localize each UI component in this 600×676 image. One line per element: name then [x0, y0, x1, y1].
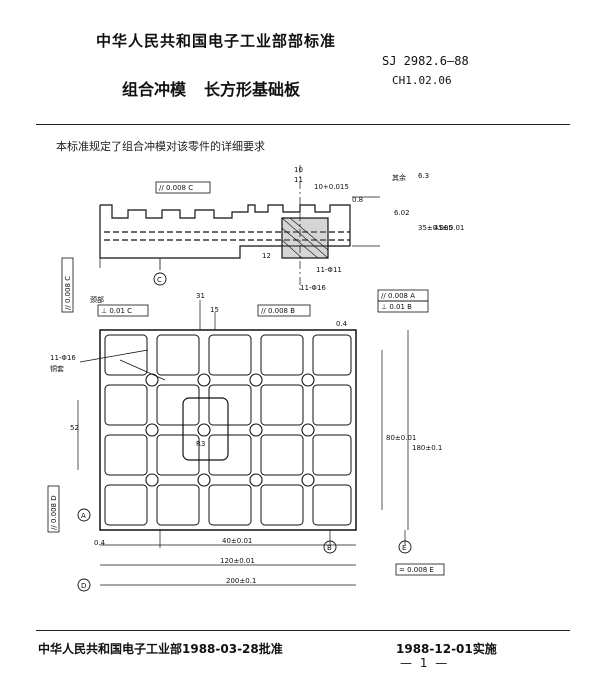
- grid-cell: [312, 434, 352, 476]
- standard-number: SJ 2982.6—88: [382, 54, 469, 68]
- frame-6: ⊥ 0.01 B: [381, 303, 412, 311]
- dim-10: 10: [294, 166, 303, 174]
- side-section-view: [99, 165, 380, 292]
- frame-7: // 0.008 D: [50, 495, 58, 530]
- grid-cell: [260, 384, 304, 426]
- bushing-hole: [249, 373, 263, 387]
- bushing-hole: [301, 373, 315, 387]
- approval-date: 中华人民共和国电子工业部1988-03-28批准: [38, 642, 283, 656]
- grid-cell: [156, 484, 200, 526]
- grid-cell: [260, 334, 304, 376]
- dim-35: 35±0.005: [418, 224, 453, 232]
- grid-cell: [260, 484, 304, 526]
- grid-cell: [312, 384, 352, 426]
- dim-40: 40±0.01: [222, 537, 252, 545]
- bushing-hole: [197, 423, 211, 437]
- issuing-organization: 中华人民共和国电子工业部部标准: [96, 32, 337, 50]
- implementation-date: 1988-12-01实施: [396, 642, 497, 656]
- grid-cell: [312, 334, 352, 376]
- grid-cell: [208, 434, 252, 476]
- frame-5: // 0.008 A: [381, 292, 415, 300]
- frame-2: // 0.008 C: [64, 276, 72, 310]
- datum-b-label: B: [327, 544, 332, 552]
- datum-c-label: C: [157, 276, 162, 284]
- dim-6: 6.02: [394, 209, 410, 217]
- bushing-hole: [197, 473, 211, 487]
- grid-cell: [104, 384, 148, 426]
- page-number: — 1 —: [400, 656, 450, 670]
- dim-11-16: 11-Φ16: [300, 284, 326, 292]
- dim-45: 45±0.01: [434, 224, 464, 232]
- rough-mark-1: 0.4: [336, 320, 348, 328]
- dim-31: 31: [196, 292, 205, 300]
- rough-mark-2: 0.8: [352, 196, 363, 204]
- grid-cell: [156, 334, 200, 376]
- dim-120: 120±0.01: [220, 557, 255, 565]
- grid-cell: [156, 434, 200, 476]
- frame-4: // 0.008 B: [261, 307, 295, 315]
- bushing-hole: [145, 473, 159, 487]
- grid-cell: [104, 334, 148, 376]
- callout-holes: 11-Φ16: [50, 354, 76, 362]
- dim-11: 11: [294, 176, 303, 184]
- plan-view: [77, 300, 409, 586]
- datum-d-label: D: [81, 582, 86, 590]
- grid-cell: [208, 384, 252, 426]
- grid-cell: [312, 484, 352, 526]
- intro-text: 本标准规定了组合冲模对该零件的详细要求: [56, 140, 265, 153]
- header-rule: [36, 124, 570, 125]
- dim-52: 52: [70, 424, 79, 432]
- dim-80: 80±0.01: [386, 434, 416, 442]
- datum-a-label: A: [81, 512, 86, 520]
- callout-bushing: 铜套: [50, 364, 64, 373]
- radius-r3: R3: [196, 440, 205, 448]
- bushing-hole: [197, 373, 211, 387]
- grid-cell: [260, 434, 304, 476]
- dim-12: 12: [262, 252, 271, 260]
- bushing-hole: [301, 423, 315, 437]
- bushing-hole: [249, 473, 263, 487]
- grid-cell: [104, 484, 148, 526]
- grid-cell: [104, 434, 148, 476]
- neck-label: 颈部: [90, 295, 104, 304]
- grid-cell: [208, 484, 252, 526]
- dim-180: 180±0.1: [412, 444, 442, 452]
- bushing-hole: [249, 423, 263, 437]
- document-title: 组合冲模长方形基础板: [122, 76, 300, 100]
- roughness-note: 其余: [392, 173, 406, 182]
- bushing-hole: [145, 423, 159, 437]
- rough-mark-3: 0.4: [94, 539, 106, 547]
- grid-cell: [156, 384, 200, 426]
- frame-3: ⊥ 0.01 C: [101, 307, 132, 315]
- grid-cell: [208, 334, 252, 376]
- dim-11-11: 11-Φ11: [316, 266, 342, 274]
- dim-200: 200±0.1: [226, 577, 256, 585]
- datum-e-label: E: [402, 544, 406, 552]
- dim-10-tol: 10+0.015: [314, 183, 349, 191]
- footer-rule: [36, 630, 570, 631]
- frame-1: // 0.008 C: [159, 184, 193, 192]
- title-sub: 长方形基础板: [204, 80, 301, 99]
- dim-15: 15: [210, 306, 219, 314]
- frame-8: = 0.008 E: [399, 566, 434, 574]
- roughness-value: 6.3: [418, 172, 429, 180]
- title-main: 组合冲模: [122, 80, 187, 99]
- catalog-number: CH1.02.06: [392, 74, 452, 87]
- bushing-hole: [301, 473, 315, 487]
